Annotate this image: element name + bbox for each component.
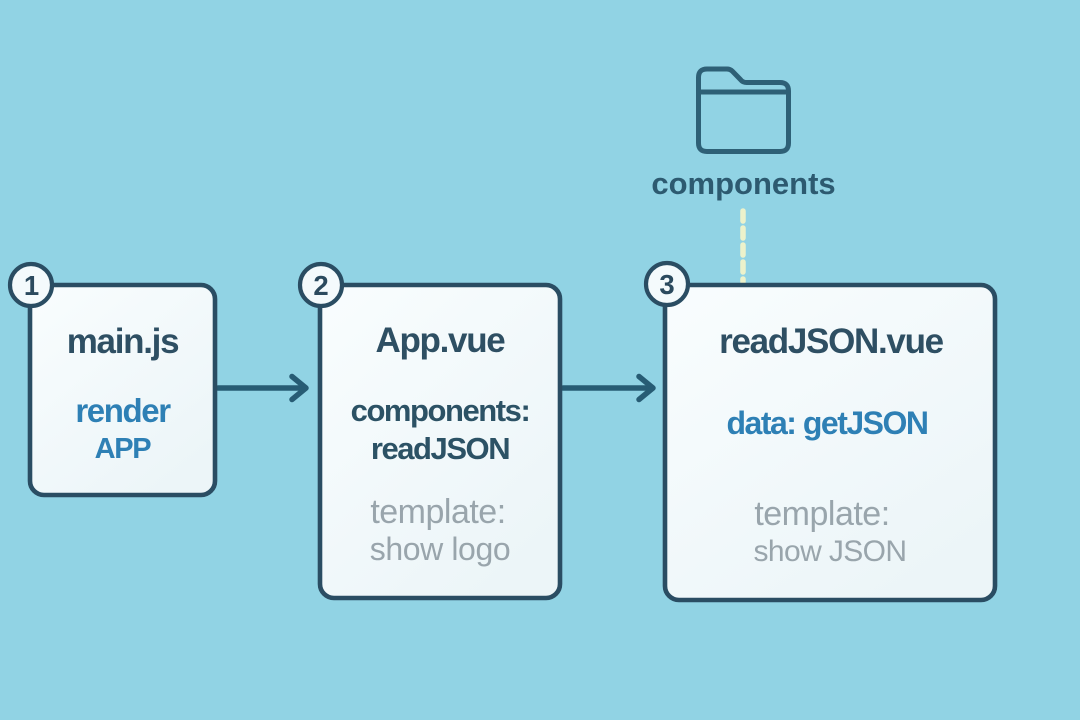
svg-text:template:: template: xyxy=(754,495,889,533)
svg-text:2: 2 xyxy=(313,270,328,301)
svg-text:1: 1 xyxy=(24,270,39,301)
svg-text:readJSON.vue: readJSON.vue xyxy=(719,322,944,361)
svg-text:APP: APP xyxy=(95,433,152,465)
svg-text:3: 3 xyxy=(659,269,674,300)
svg-text:components: components xyxy=(651,166,835,201)
svg-text:main.js: main.js xyxy=(67,322,179,361)
svg-text:show logo: show logo xyxy=(370,531,511,567)
svg-text:App.vue: App.vue xyxy=(376,321,506,360)
svg-text:show JSON: show JSON xyxy=(754,535,907,568)
svg-text:template:: template: xyxy=(370,493,505,531)
svg-text:data: getJSON: data: getJSON xyxy=(727,405,928,441)
svg-text:readJSON: readJSON xyxy=(371,431,509,466)
svg-text:components:: components: xyxy=(351,393,530,428)
svg-text:render: render xyxy=(75,392,171,429)
